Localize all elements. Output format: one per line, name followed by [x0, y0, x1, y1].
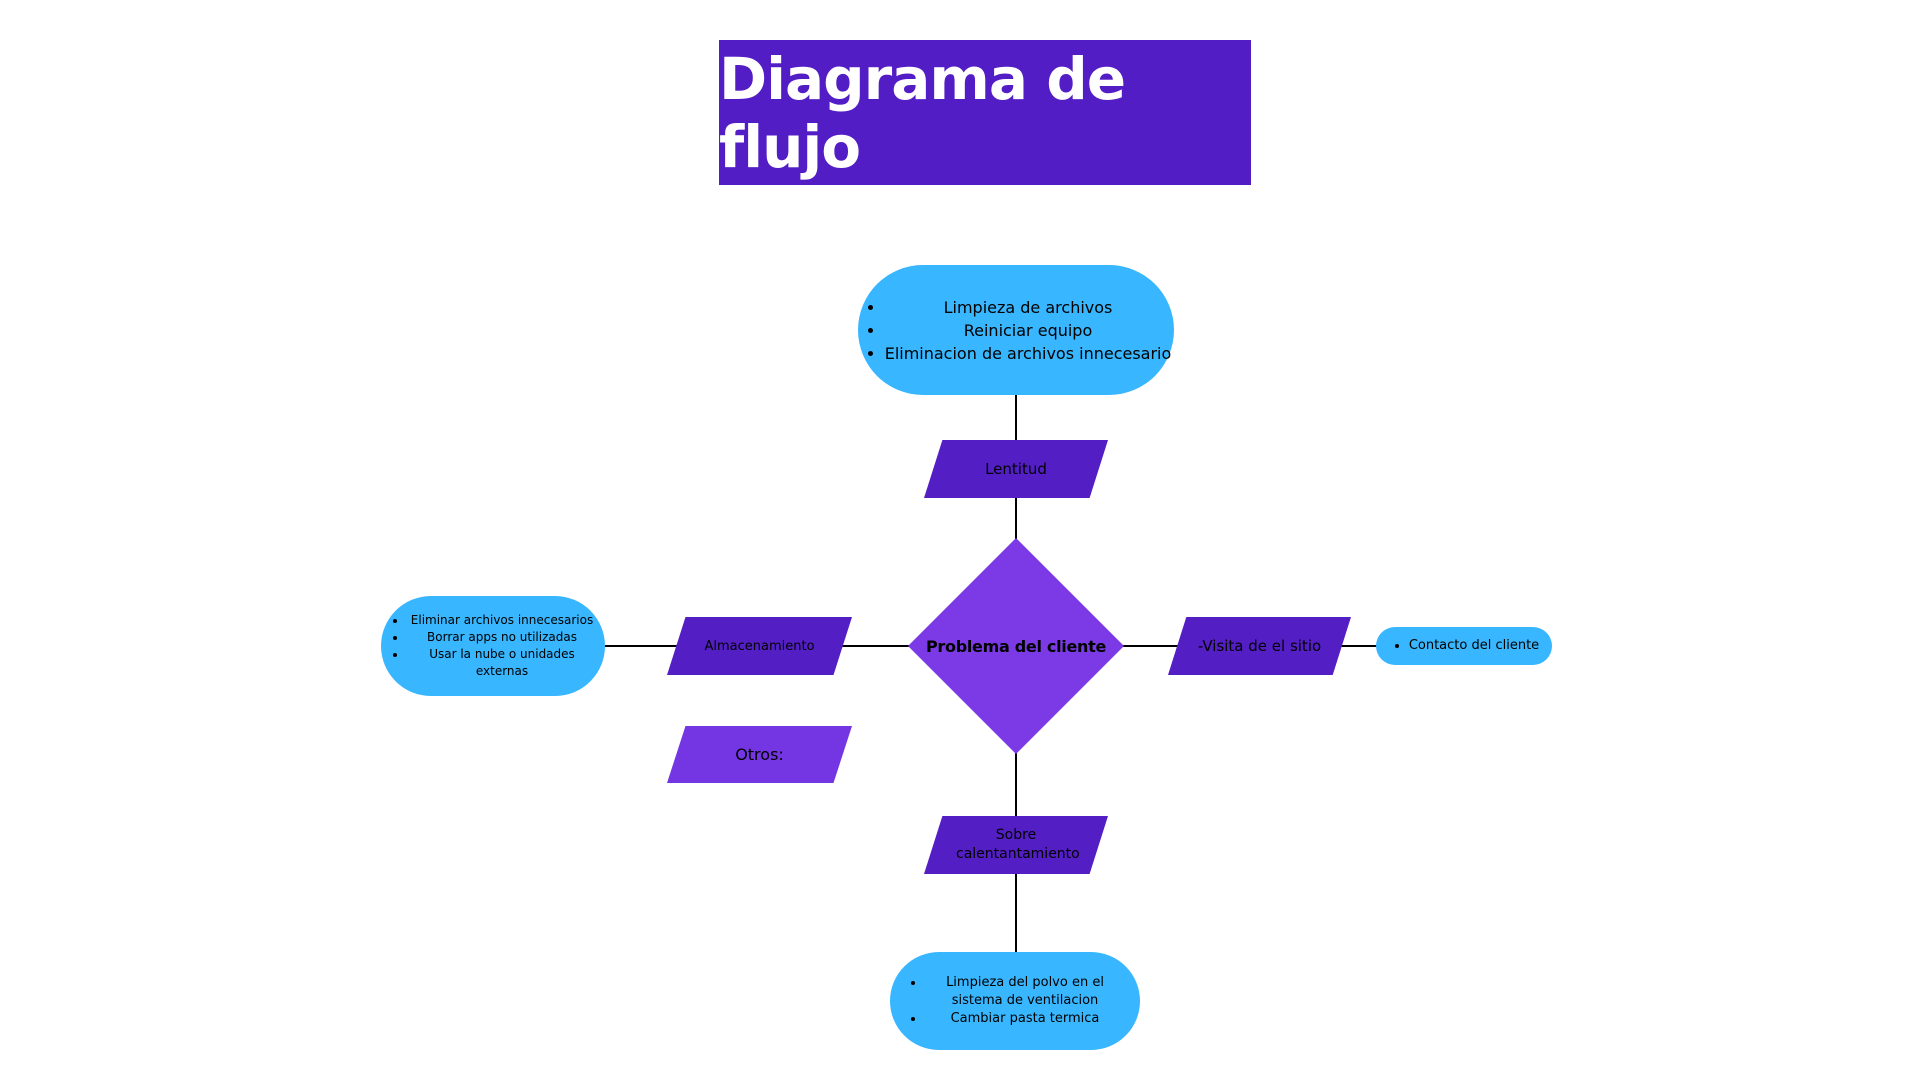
list-item: Limpieza del polvo en el sistema de vent…	[925, 974, 1125, 1010]
list-item: Eliminar archivos innecesarios	[407, 612, 597, 629]
process-other-label: Otros:	[735, 745, 784, 764]
terminal-right-list: Contacto del cliente	[1389, 637, 1539, 655]
list-item: Borrar apps no utilizadas	[407, 629, 597, 646]
terminal-top: Limpieza de archivos Reiniciar equipo El…	[858, 265, 1174, 395]
terminal-bottom-list: Limpieza del polvo en el sistema de vent…	[905, 974, 1125, 1028]
terminal-left-list: Eliminar archivos innecesarios Borrar ap…	[389, 612, 597, 680]
terminal-left: Eliminar archivos innecesarios Borrar ap…	[381, 596, 605, 696]
process-bottom-label: Sobre calentantamiento	[956, 827, 1080, 862]
list-item: Usar la nube o unidades externas	[407, 646, 597, 680]
list-item: Limpieza de archivos	[885, 296, 1172, 319]
list-item: Reiniciar equipo	[885, 319, 1172, 342]
terminal-top-list: Limpieza de archivos Reiniciar equipo El…	[861, 296, 1172, 365]
decision-label: Problema del cliente	[926, 636, 1106, 656]
diagram-title: Diagrama de flujo	[719, 44, 1126, 181]
process-right: -Visita de el sitio	[1168, 617, 1351, 675]
terminal-bottom: Limpieza del polvo en el sistema de vent…	[890, 952, 1140, 1050]
process-left-label: Almacenamiento	[704, 638, 815, 654]
list-item: Cambiar pasta termica	[925, 1010, 1125, 1028]
process-top: Lentitud	[924, 440, 1108, 498]
decision-diamond: Problema del cliente	[908, 538, 1124, 754]
list-item: Contacto del cliente	[1409, 637, 1539, 655]
title-banner: Diagrama de flujo	[719, 40, 1251, 185]
process-top-label: Lentitud	[985, 460, 1047, 478]
process-bottom: Sobre calentantamiento	[924, 816, 1108, 874]
terminal-right: Contacto del cliente	[1376, 627, 1552, 665]
process-right-label: -Visita de el sitio	[1197, 637, 1322, 655]
list-item: Eliminacion de archivos innecesario	[885, 342, 1172, 365]
process-left: Almacenamiento	[667, 617, 852, 675]
process-other: Otros:	[667, 726, 852, 783]
